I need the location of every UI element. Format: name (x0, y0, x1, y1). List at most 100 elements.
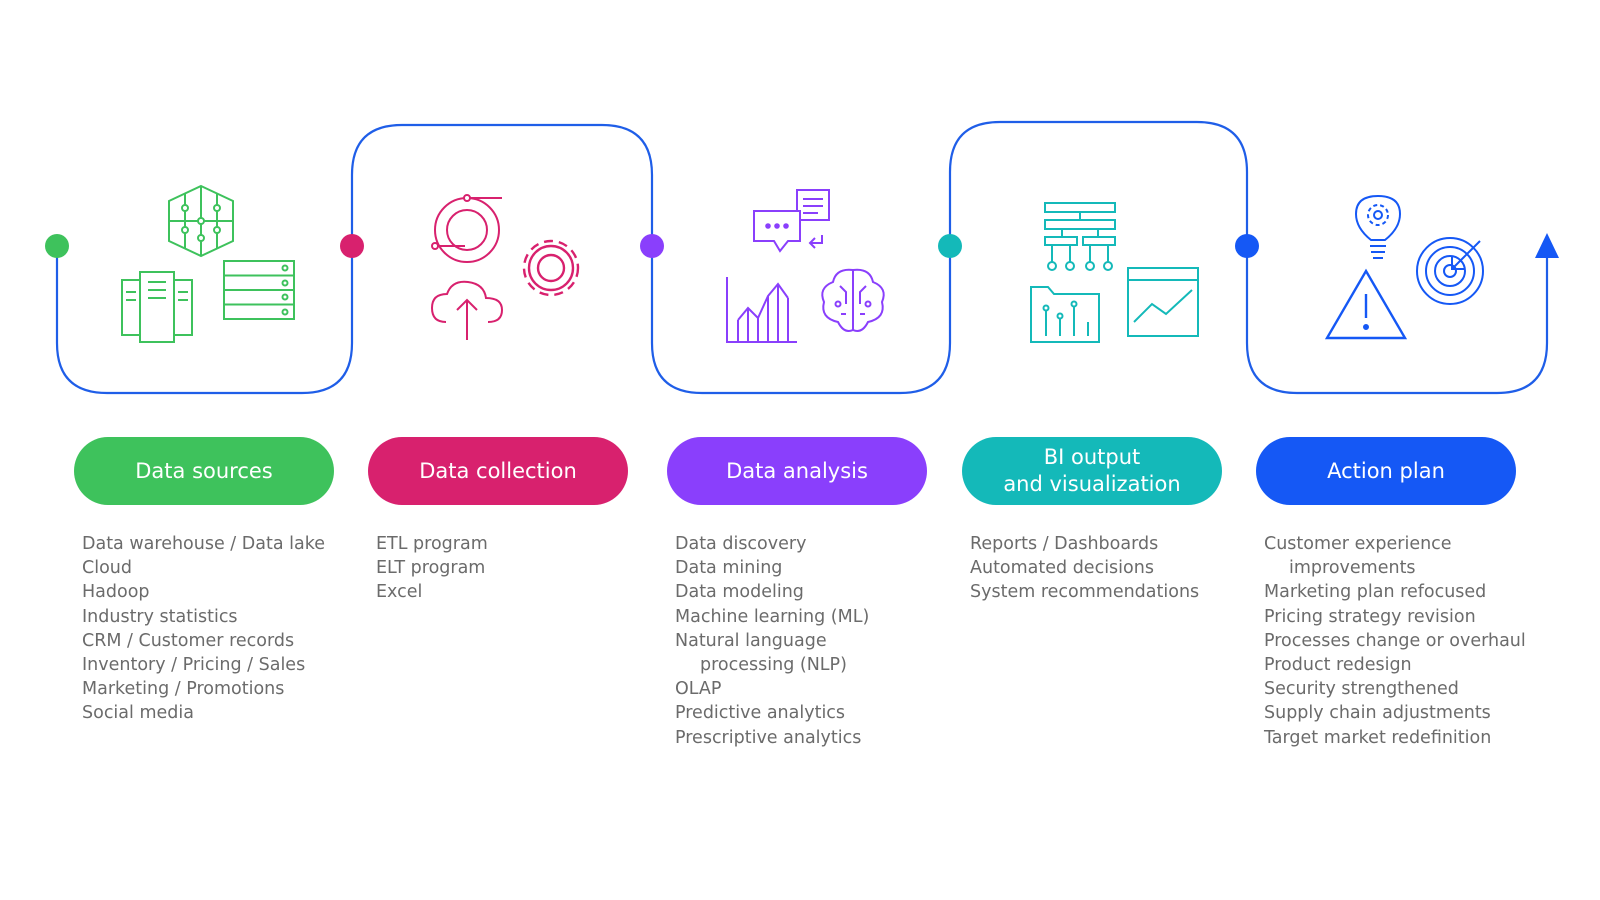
server-rack-icon (223, 260, 295, 320)
start-node (45, 234, 69, 258)
stage-item-text: Security strengthened (1264, 679, 1459, 700)
stage-label-action-plan: Action plan (1256, 437, 1516, 505)
stage-item: Machine learning (ML) (675, 605, 927, 629)
stage-item: Prescriptive analytics (675, 726, 927, 750)
stage-item-text: Data warehouse / Data lake (82, 534, 325, 554)
stage-item-text: Data discovery (675, 534, 807, 554)
stage-title: Action plan (1327, 458, 1445, 483)
stage-item: ELT program (376, 556, 628, 580)
stage-item-text-continued: processing (NLP) (700, 655, 847, 676)
stage-item-text: Marketing plan refocused (1264, 582, 1487, 603)
stage-item: Hadoop (82, 580, 334, 604)
stage-item: CRM / Customer records (82, 629, 334, 653)
stage-item-text: Hadoop (82, 582, 150, 603)
stage-item: OLAP (675, 677, 927, 701)
stage-item-text: Natural language (675, 630, 827, 651)
network-node-icon (168, 184, 234, 258)
stage-item: Product redesign (1264, 653, 1516, 677)
stage-item: Inventory / Pricing / Sales (82, 653, 334, 677)
stage-item: Target market redefinition (1264, 726, 1516, 750)
stage-item-text: Customer experience (1264, 534, 1452, 554)
target-icon (1416, 237, 1484, 305)
hierarchy-icon (1044, 202, 1116, 271)
node-action-plan (1235, 234, 1259, 258)
stage-label-data-collection: Data collection (368, 437, 628, 505)
stage-item: Customer experience improvements (1264, 532, 1516, 580)
stage-item-text: Data mining (675, 558, 783, 579)
stage-item-text: System recommendations (970, 582, 1200, 603)
stage-item-text: Machine learning (ML) (675, 606, 870, 627)
stage-item: Security strengthened (1264, 677, 1516, 701)
stage-title: BI output and visualization (1003, 445, 1181, 496)
node-collection (340, 234, 364, 258)
stage-label-data-analysis: Data analysis (667, 437, 927, 505)
stage-item: Data mining (675, 556, 927, 580)
lightbulb-gear-icon (1354, 194, 1402, 259)
stage-item-text: Predictive analytics (675, 703, 846, 724)
stage-label-bi-output: BI output and visualization (962, 437, 1222, 505)
stage-item: Pricing strategy revision (1264, 605, 1516, 629)
flow-connector-line (55, 120, 1549, 395)
stage-item-text: Inventory / Pricing / Sales (82, 655, 306, 676)
stage-item-text: Social media (82, 703, 194, 724)
bar-chart-icon (726, 277, 797, 343)
stage-title: Data analysis (726, 458, 868, 483)
stage-item: Data discovery (675, 532, 927, 556)
stage-item: Industry statistics (82, 605, 334, 629)
stage-title: Data collection (419, 458, 577, 483)
stage-title: Data sources (135, 458, 273, 483)
gear-icon (522, 239, 580, 297)
stage-item-text: Processes change or overhaul (1264, 630, 1526, 651)
documents-icon (121, 271, 193, 343)
stage-item: Data modeling (675, 580, 927, 604)
stage-item-text: Marketing / Promotions (82, 679, 285, 700)
node-bi-output (938, 234, 962, 258)
stage-bi-output: BI output and visualization Reports / Da… (962, 437, 1222, 605)
stage-item: Social media (82, 701, 334, 725)
line-chart-icon (1127, 267, 1199, 337)
stage-item-text: Reports / Dashboards (970, 534, 1159, 554)
stage-item-text: Prescriptive analytics (675, 727, 862, 748)
stage-item: Processes change or overhaul (1264, 629, 1526, 653)
brain-icon (821, 268, 885, 332)
stage-item: Reports / Dashboards (970, 532, 1222, 556)
end-arrow-icon (1535, 233, 1559, 258)
warning-icon (1324, 268, 1408, 340)
stage-label-data-sources: Data sources (74, 437, 334, 505)
stage-item-text: Cloud (82, 558, 132, 579)
stage-item-text: ELT program (376, 558, 486, 579)
node-analysis (640, 234, 664, 258)
stage-item-text: CRM / Customer records (82, 630, 295, 651)
stage-action-plan: Action plan Customer experience improveme… (1256, 437, 1526, 750)
stage-item: Cloud (82, 556, 334, 580)
stage-item: Supply chain adjustments (1264, 701, 1516, 725)
cycle-icon (431, 194, 502, 263)
stage-item-text-continued: improvements (1289, 558, 1416, 579)
stage-item-text: Target market redefinition (1264, 727, 1492, 748)
folder-chart-icon (1030, 286, 1100, 343)
stage-item: System recommendations (970, 580, 1222, 604)
stage-item-text: Industry statistics (82, 606, 238, 627)
stage-item-text: ETL program (376, 534, 488, 554)
stage-item-text: Automated decisions (970, 558, 1154, 579)
stage-item: Natural language processing (NLP) (675, 629, 927, 677)
stage-item: Marketing / Promotions (82, 677, 334, 701)
chat-bubbles-icon (753, 189, 830, 253)
stage-item-text: Excel (376, 582, 423, 603)
stage-item: ETL program (376, 532, 628, 556)
cloud-upload-icon (430, 280, 504, 340)
stage-item-text: Supply chain adjustments (1264, 703, 1491, 724)
stage-item: Excel (376, 580, 628, 604)
stage-item: Marketing plan refocused (1264, 580, 1516, 604)
stage-item: Predictive analytics (675, 701, 927, 725)
stage-item: Automated decisions (970, 556, 1222, 580)
stage-item-text: Pricing strategy revision (1264, 606, 1476, 627)
